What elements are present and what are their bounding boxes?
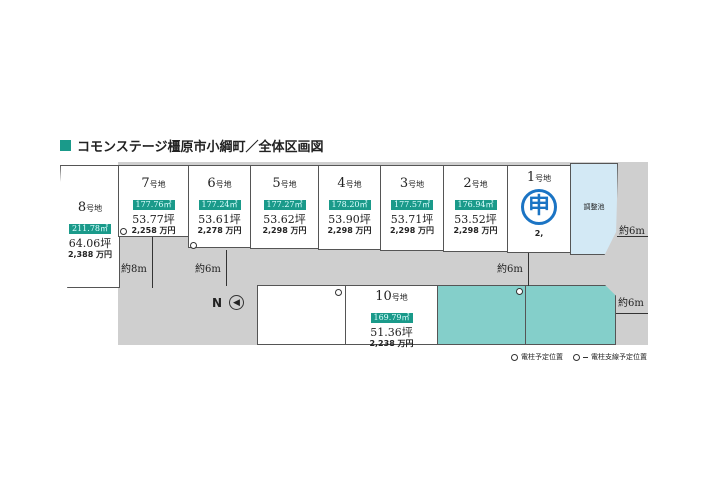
lot-9[interactable] — [257, 285, 346, 345]
lot-11[interactable] — [437, 285, 526, 345]
dim-line — [616, 313, 648, 314]
title-marker — [60, 140, 71, 151]
pole-marker — [190, 242, 197, 249]
width-label: 約6m — [195, 264, 221, 275]
retention-pond: 調整池 — [570, 163, 618, 255]
legend-stay: 電柱支線予定位置 — [573, 352, 647, 362]
north-label: N — [212, 296, 223, 310]
width-label: 約6m — [618, 298, 644, 309]
dim-line — [528, 253, 529, 286]
width-label: 約6m — [497, 264, 523, 275]
pole-marker — [120, 228, 127, 235]
pole-stay-icon — [573, 353, 580, 361]
width-label: 約6m — [619, 226, 645, 237]
dim-line — [617, 236, 648, 237]
lot-12[interactable] — [525, 285, 616, 345]
dim-line — [226, 250, 227, 286]
lot-1[interactable]: 1号地 申 2, — [507, 165, 571, 253]
pole-icon — [511, 353, 518, 361]
pole-marker — [516, 288, 523, 295]
width-label: 約8m — [121, 264, 147, 275]
sold-stamp: 申 — [521, 189, 557, 225]
pole-stay-marker — [335, 289, 342, 296]
dim-line — [152, 237, 153, 288]
compass-icon: ◀ — [229, 295, 244, 310]
legend-pole: 電柱予定位置 — [511, 352, 563, 362]
page-title: コモンステージ橿原市小綱町／全体区画図 — [60, 136, 323, 155]
